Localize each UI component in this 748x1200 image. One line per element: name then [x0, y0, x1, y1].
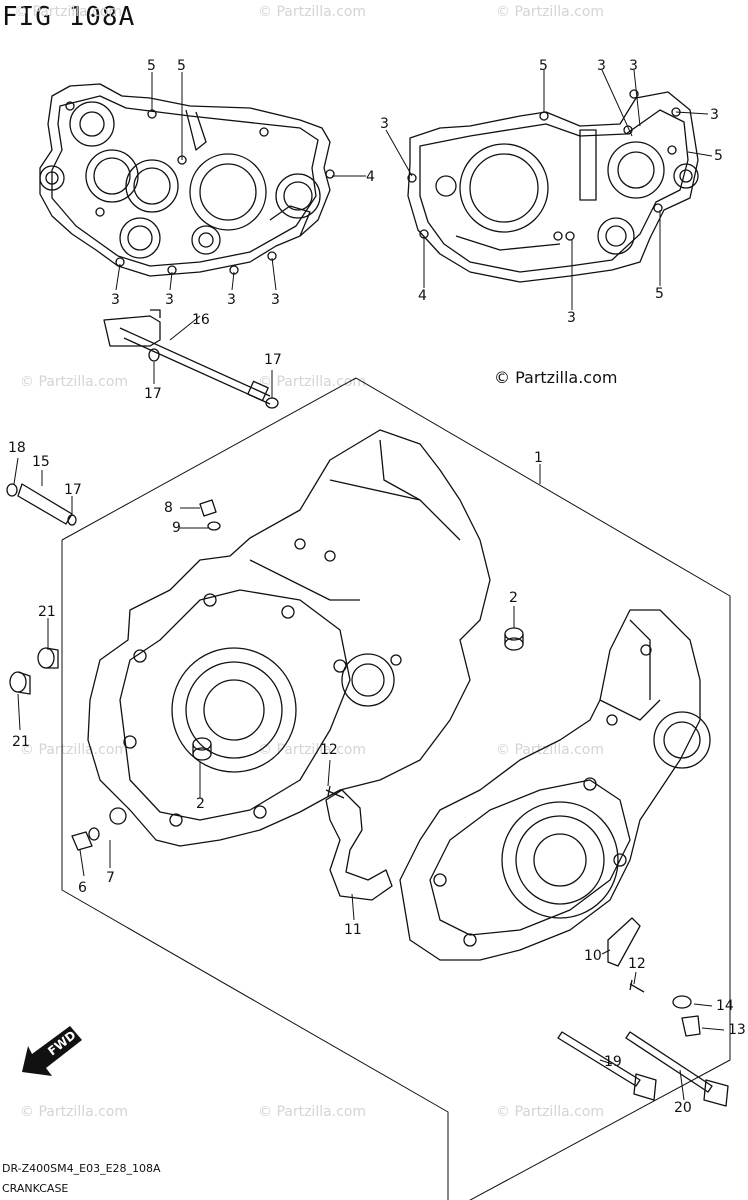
bolt-20: [625, 1031, 729, 1107]
callout-13: 13: [728, 1022, 746, 1038]
bolt-6-and-washer-7: [71, 807, 127, 851]
plug-21-lower: [9, 671, 31, 695]
callout-3: 3: [597, 58, 606, 74]
callout-16: 16: [192, 312, 210, 328]
copyright-notice: © Partzilla.com: [494, 368, 618, 387]
callout-11: 11: [344, 922, 362, 938]
watermark: © Partzilla.com: [20, 374, 129, 390]
callout-8: 8: [164, 500, 173, 516]
crankcase-left-inner-view: [39, 83, 335, 277]
callout-3: 3: [165, 292, 174, 308]
bolt-12-upper: [325, 785, 345, 799]
callout-5: 5: [714, 148, 723, 164]
watermark: © Partzilla.com: [496, 742, 605, 758]
callout-5: 5: [177, 58, 186, 74]
callout-20: 20: [674, 1100, 692, 1116]
model-code: DR-Z400SM4_E03_E28_108A: [2, 1162, 161, 1175]
callout-10: 10: [584, 948, 602, 964]
callout-9: 9: [172, 520, 181, 536]
callout-5: 5: [147, 58, 156, 74]
forward-direction-arrow: FWD: [22, 1026, 82, 1076]
plug-21-upper: [37, 647, 59, 669]
callout-3: 3: [271, 292, 280, 308]
dowel-pin-lower: [192, 737, 212, 761]
callout-17: 17: [264, 352, 282, 368]
gasket-11: [325, 789, 393, 901]
diagram-caption: CRANKCASE: [2, 1182, 69, 1195]
bolt-12-lower: [629, 979, 645, 993]
callout-5: 5: [655, 286, 664, 302]
bolt-13: [681, 1015, 701, 1037]
callout-12: 12: [320, 742, 338, 758]
callout-5: 5: [539, 58, 548, 74]
callout-3: 3: [227, 292, 236, 308]
watermark: © Partzilla.com: [258, 1104, 367, 1120]
oil-pipe-assembly: [103, 309, 279, 409]
callout-18: 18: [8, 440, 26, 456]
callout-3: 3: [629, 58, 638, 74]
crankcase-right-half: [399, 609, 711, 961]
callout-14: 14: [716, 998, 734, 1014]
callout-6: 6: [78, 880, 87, 896]
bolt-8-and-washer-9: [199, 499, 221, 531]
callout-21: 21: [12, 734, 30, 750]
watermark: © Partzilla.com: [14, 4, 123, 20]
callout-3: 3: [567, 310, 576, 326]
callout-15: 15: [32, 454, 50, 470]
callout-3: 3: [111, 292, 120, 308]
dowel-pin-upper: [504, 627, 524, 651]
callout-2: 2: [196, 796, 205, 812]
watermark: © Partzilla.com: [20, 1104, 129, 1120]
watermark: © Partzilla.com: [496, 1104, 605, 1120]
watermark: © Partzilla.com: [20, 742, 129, 758]
callout-12: 12: [628, 956, 646, 972]
watermark: © Partzilla.com: [258, 374, 367, 390]
watermark: © Partzilla.com: [258, 4, 367, 20]
callout-17: 17: [144, 386, 162, 402]
callout-2: 2: [509, 590, 518, 606]
crankcase-left-half: [87, 429, 491, 847]
callout-labels: 5 5 4 3 3 3 3 5 3 3 3 5 3 4 3 5 16 17 17…: [8, 58, 746, 1116]
washer-14: [672, 995, 692, 1009]
callout-7: 7: [106, 870, 115, 886]
leader-lines: [13, 69, 725, 1101]
callout-4: 4: [418, 288, 427, 304]
crankcase-right-inner-view: [407, 89, 699, 283]
figure-title: FIG 108A: [2, 2, 136, 32]
bolt-19: [557, 1031, 657, 1101]
watermark: © Partzilla.com: [496, 4, 605, 20]
gasket-10: [607, 917, 641, 967]
callout-3: 3: [710, 107, 719, 123]
callout-19: 19: [604, 1054, 622, 1070]
callout-21: 21: [38, 604, 56, 620]
exploded-view-frame: [61, 377, 731, 1200]
callout-4: 4: [366, 169, 375, 185]
callout-3: 3: [380, 116, 389, 132]
callout-17: 17: [64, 482, 82, 498]
callout-1: 1: [534, 450, 543, 466]
